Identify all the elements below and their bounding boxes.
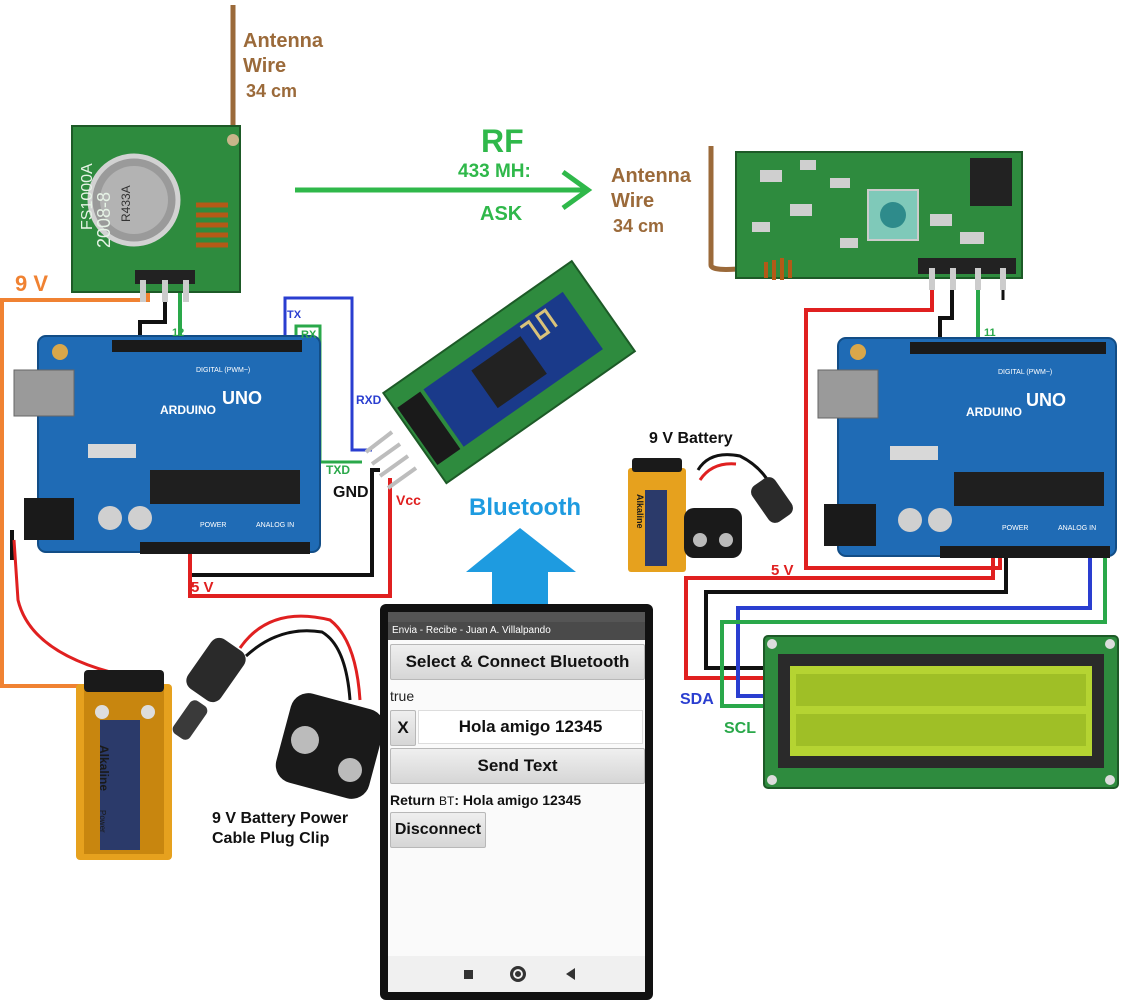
right-arduino-board: ARDUINO UNO DIGITAL (PWM~) ANALOG IN POW… xyxy=(817,337,1117,558)
battery-power-clip xyxy=(172,614,385,799)
message-text-input[interactable]: Hola amigo 12345 xyxy=(418,710,643,744)
bluetooth-module xyxy=(381,259,637,485)
tx-antenna-label-line1: Antenna xyxy=(243,30,324,52)
battery-clip-caption-line1: 9 V Battery Power xyxy=(212,810,348,827)
home-icon[interactable] xyxy=(510,966,526,982)
rx-antenna-label-line1: Antenna xyxy=(611,165,692,187)
tx-antenna-label-line2: Wire xyxy=(243,55,286,77)
rx-pin-label: RX xyxy=(301,329,317,341)
back-icon[interactable] xyxy=(566,968,575,980)
stop-icon[interactable] xyxy=(464,970,473,979)
app-title-bar: Envia - Recibe - Juan A. Villalpando xyxy=(388,622,645,640)
return-text-row: Return BT: Hola amigo 12345 xyxy=(390,792,581,808)
left-wires xyxy=(0,285,392,688)
right-battery-brand: Alkaline xyxy=(635,494,645,529)
left-9v-battery: Alkaline Power xyxy=(76,670,172,860)
left-uno-label: UNO xyxy=(222,388,262,408)
tx-antenna-length: 34 cm xyxy=(246,81,297,101)
rf-frequency: 433 MH: xyxy=(458,161,531,182)
status-bar xyxy=(388,612,645,622)
return-prefix: Return xyxy=(390,792,436,808)
pin-12-label: 12 xyxy=(172,327,184,339)
supply-9v-label: 9 V xyxy=(15,271,48,296)
tx-pin-label: TX xyxy=(287,309,302,321)
left-battery-brand: Alkaline xyxy=(97,745,111,791)
tx-crystal-label: R433A xyxy=(119,185,133,222)
rx-antenna-label-line2: Wire xyxy=(611,190,654,212)
left-power-label: POWER xyxy=(200,522,226,529)
sda-label: SDA xyxy=(680,691,714,708)
bluetooth-arrow xyxy=(466,528,576,606)
navigation-bar xyxy=(388,956,645,992)
right-9v-battery: Alkaline xyxy=(628,458,686,572)
gnd-label: GND xyxy=(333,484,369,501)
right-battery-clip xyxy=(684,453,793,558)
left-5v-label: 5 V xyxy=(191,579,214,596)
scl-label: SCL xyxy=(724,720,756,737)
return-value: : Hola amigo 12345 xyxy=(454,792,582,808)
right-battery-caption: 9 V Battery xyxy=(649,430,733,447)
right-uno-label: UNO xyxy=(1026,390,1066,410)
right-power-label: POWER xyxy=(1002,525,1028,532)
connection-status: true xyxy=(390,688,415,704)
left-battery-sub: Power xyxy=(98,810,107,833)
rf-receiver-module xyxy=(735,151,1023,290)
disconnect-button[interactable]: Disconnect xyxy=(390,812,486,848)
txd-label: TXD xyxy=(326,463,350,477)
vcc-label: Vcc xyxy=(396,492,421,508)
tx-module-code: 2008-8 xyxy=(94,192,114,248)
send-text-button[interactable]: Send Text xyxy=(390,748,645,784)
right-digital-label: DIGITAL (PWM~) xyxy=(998,369,1052,376)
right-analog-label: ANALOG IN xyxy=(1058,525,1096,532)
battery-clip-caption-line2: Cable Plug Clip xyxy=(212,830,330,847)
phone-screen: Envia - Recibe - Juan A. Villalpando Sel… xyxy=(388,612,645,992)
rf-arrow xyxy=(295,169,593,211)
app-title: Envia - Recibe - Juan A. Villalpando xyxy=(392,625,551,636)
clear-text-button[interactable]: X xyxy=(390,710,416,746)
return-bt: BT xyxy=(439,794,455,808)
rf-modulation: ASK xyxy=(480,203,523,225)
rx-antenna-length: 34 cm xyxy=(613,216,664,236)
rf-title: RF xyxy=(481,123,524,159)
tx-module-label: FS1000A xyxy=(79,163,96,230)
left-digital-label: DIGITAL (PWM~) xyxy=(196,367,250,374)
rf-transmitter-module: FS1000A 2008-8 R433A xyxy=(71,125,241,302)
right-arduino-label: ARDUINO xyxy=(966,405,1022,419)
left-arduino-board: ARDUINO UNO DIGITAL (PWM~) ANALOG IN POW… xyxy=(13,335,321,554)
pin-11-label: 11 xyxy=(984,327,996,339)
bluetooth-label: Bluetooth xyxy=(469,494,581,521)
left-arduino-label: ARDUINO xyxy=(160,403,216,417)
lcd-display xyxy=(763,635,1119,789)
android-phone: Envia - Recibe - Juan A. Villalpando Sel… xyxy=(380,604,653,1000)
bluetooth-pins xyxy=(364,430,418,490)
select-connect-bluetooth-button[interactable]: Select & Connect Bluetooth xyxy=(390,644,645,680)
right-5v-label: 5 V xyxy=(771,562,794,579)
rxd-label: RXD xyxy=(356,393,382,407)
left-analog-label: ANALOG IN xyxy=(256,522,294,529)
